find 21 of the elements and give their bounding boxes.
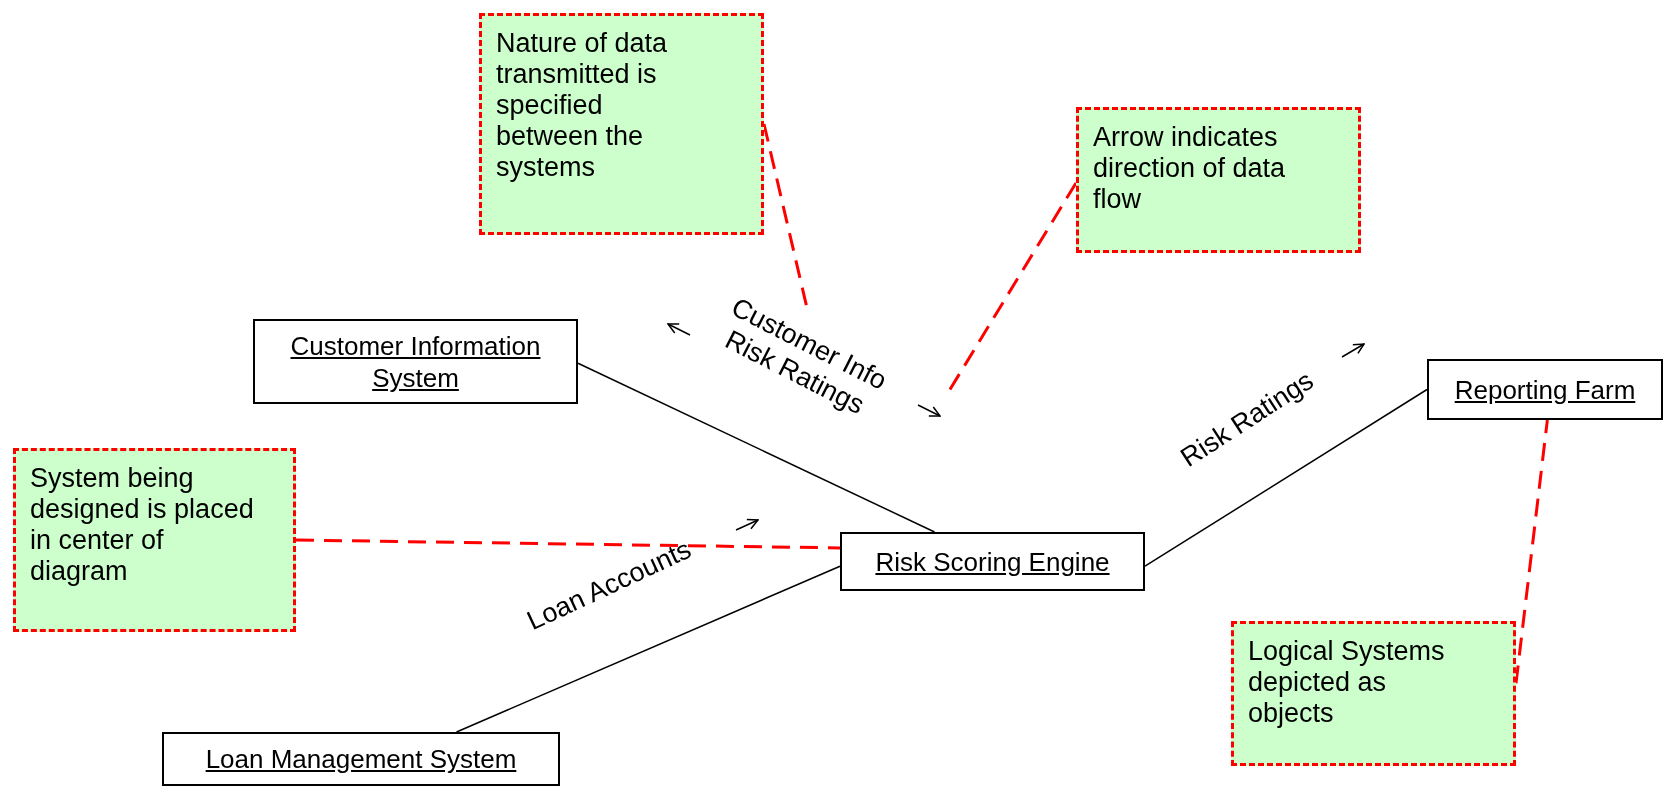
note-text: System being designed is placed in center of diagram (30, 463, 255, 587)
object-box (253, 319, 578, 404)
object-box (162, 732, 560, 786)
leader-line (1514, 419, 1549, 684)
note-text: Logical Systems depicted as objects (1248, 636, 1446, 729)
connector-line (1144, 388, 1428, 567)
object-name: Risk Scoring Engine (875, 545, 1110, 578)
object-box (1427, 359, 1663, 420)
object-box (840, 532, 1145, 591)
connector-line (455, 565, 841, 733)
note-box (13, 448, 296, 632)
note-box (1076, 107, 1361, 253)
connector-line (577, 362, 936, 533)
object-name: Reporting Farm (1454, 373, 1636, 406)
object-name: Loan Management System (205, 743, 517, 775)
note-box (479, 13, 764, 235)
note-text: Arrow indicates direction of data flow (1093, 122, 1287, 215)
note-text: Nature of data transmitted is specified between the systems (496, 28, 669, 183)
leader-line (295, 538, 841, 550)
note-box (1231, 621, 1516, 766)
object-name: Customer Information System (289, 329, 542, 394)
